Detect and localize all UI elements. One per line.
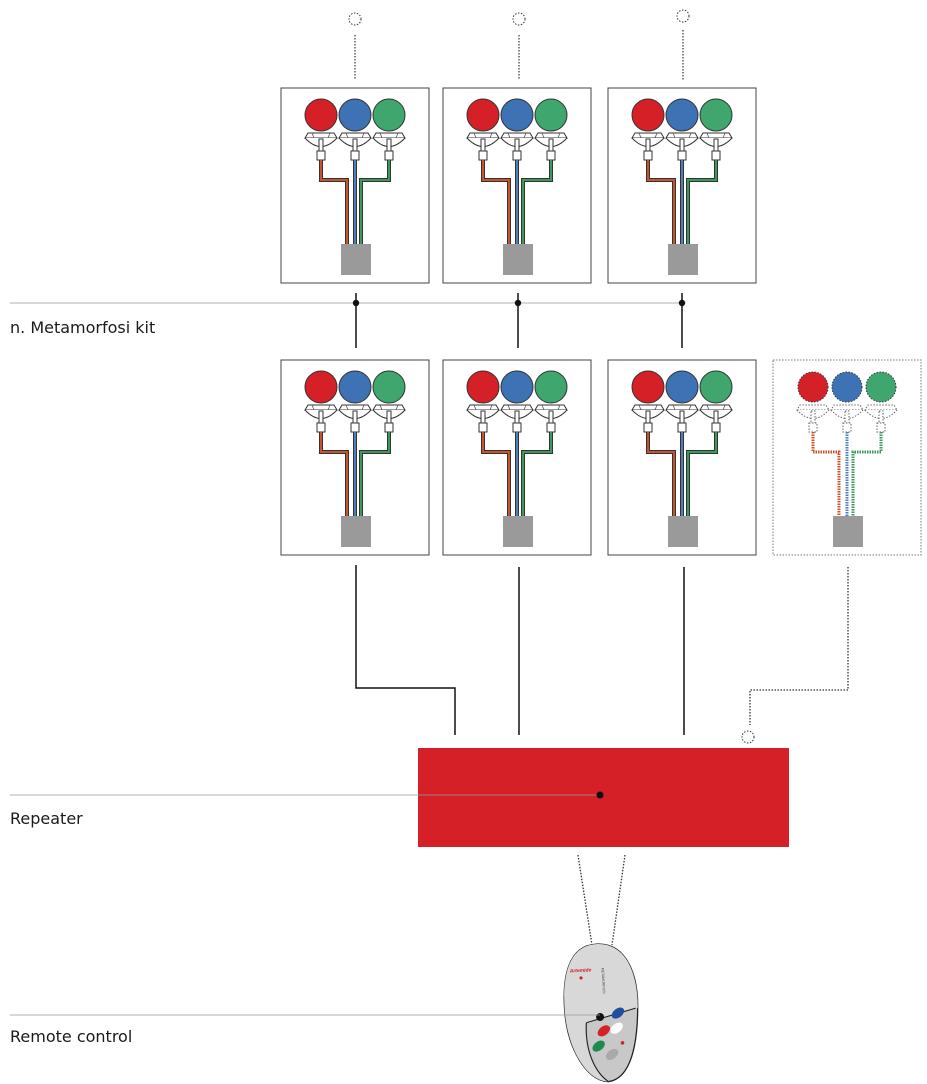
remote-model: METAMORFOSI <box>601 968 606 994</box>
repeater-label: Repeater <box>10 809 83 828</box>
repeater-marker <box>596 791 604 799</box>
remote-blue-button <box>611 1007 625 1019</box>
remote-brand: Artemide <box>569 967 592 974</box>
fixture-top-1 <box>281 88 429 283</box>
remote-label: Remote control <box>10 1027 132 1046</box>
kit-label: n. Metamorfosi kit <box>10 318 155 337</box>
fixture-top-2 <box>443 88 591 283</box>
remote-red-button <box>597 1025 611 1037</box>
top-expansion-links <box>348 9 690 80</box>
remote-grey-button <box>605 1048 619 1061</box>
remote-green-button <box>592 1040 605 1052</box>
fixture-optional <box>773 360 921 555</box>
fixture-bottom-1 <box>281 360 429 555</box>
repeater-cables <box>355 565 849 744</box>
repeater-box <box>418 748 789 847</box>
fixture-bottom-3 <box>608 360 756 555</box>
fixture-bottom-2 <box>443 360 591 555</box>
remote-white-button <box>610 1022 623 1034</box>
ir-signal-lines <box>577 854 626 946</box>
kit-connectors <box>352 293 686 348</box>
fixture-top-3 <box>608 88 756 283</box>
remote-control: Artemide METAMORFOSI <box>563 943 639 1083</box>
